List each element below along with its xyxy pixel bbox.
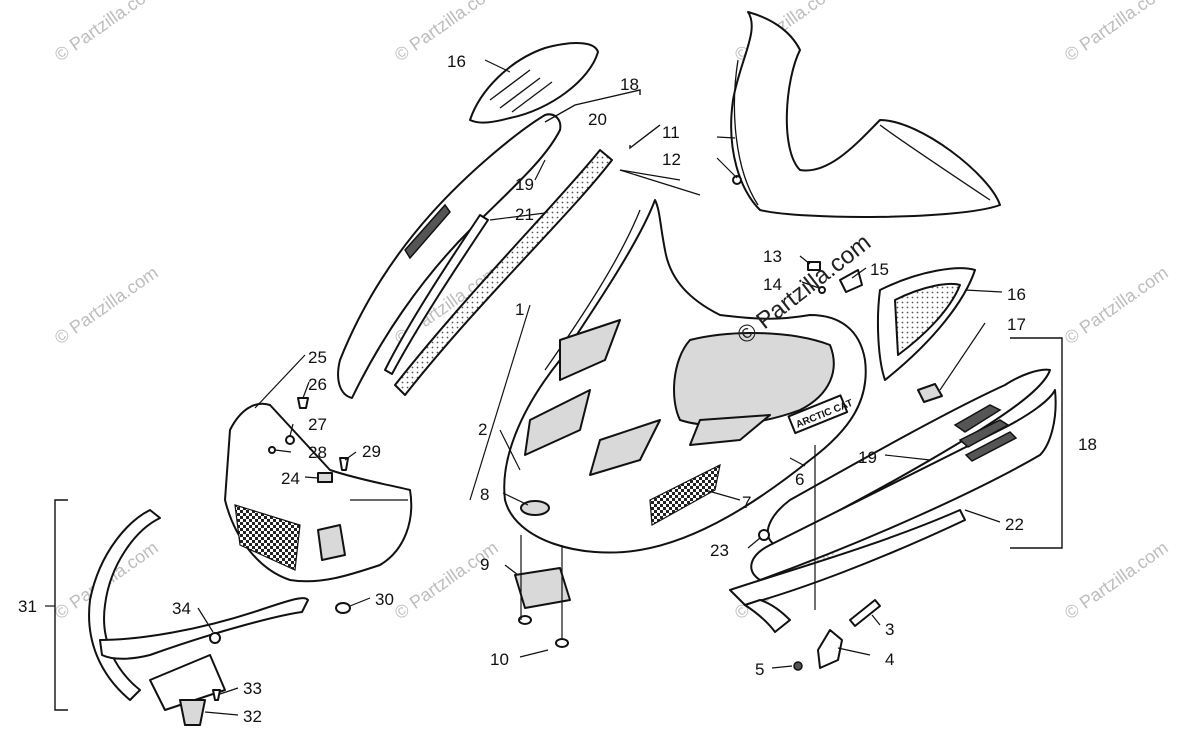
windshield-part[interactable] [730,11,1001,218]
callout-6[interactable]: 6 [795,470,804,489]
bracket-9[interactable] [514,567,571,609]
watermark: © Partzilla.com [51,0,162,65]
callout-15[interactable]: 15 [870,260,889,279]
callout-31[interactable]: 31 [18,597,37,616]
bracket-13[interactable] [807,261,821,271]
callout-13[interactable]: 13 [763,247,782,266]
callout-3[interactable]: 3 [885,620,894,639]
left-side-panel-part[interactable] [337,113,562,399]
callout-17[interactable]: 17 [1007,315,1026,334]
callout-22[interactable]: 22 [1005,515,1024,534]
left-trim-strip-part[interactable] [384,214,489,375]
callout-27[interactable]: 27 [308,415,327,434]
watermark: © Partzilla.com [1061,0,1172,65]
screw-14[interactable] [818,286,826,294]
callout-28[interactable]: 28 [308,443,327,462]
callout-8[interactable]: 8 [480,485,489,504]
bolt-3[interactable] [849,599,881,627]
callout-18-right[interactable]: 18 [1078,435,1097,454]
belly-pan-part[interactable] [729,509,966,633]
callout-29[interactable]: 29 [362,442,381,461]
callout-25[interactable]: 25 [308,348,327,367]
washer-30[interactable] [335,602,351,614]
watermark: © Partzilla.com [1061,262,1172,348]
callout-7[interactable]: 7 [742,493,751,512]
callout-32[interactable]: 32 [243,707,262,726]
grommet-10b[interactable] [555,638,569,648]
callout-14[interactable]: 14 [763,275,782,294]
nut-5[interactable] [793,661,803,671]
callout-19-left[interactable]: 19 [515,175,534,194]
callout-19-right[interactable]: 19 [858,448,877,467]
gasket-strip-part[interactable] [394,149,613,396]
rivet-12[interactable] [732,175,742,185]
callout-30[interactable]: 30 [375,590,394,609]
screw-23[interactable] [758,529,770,541]
screw-33[interactable] [212,689,221,701]
callout-1[interactable]: 1 [515,300,524,319]
callout-21[interactable]: 21 [515,205,534,224]
hardware-parts [209,175,943,701]
callout-16-right[interactable]: 16 [1007,285,1026,304]
callout-4[interactable]: 4 [885,650,894,669]
watermark: © Partzilla.com [1061,537,1172,623]
hood-part[interactable]: ARCTIC CAT [503,199,867,554]
nut-28[interactable] [268,446,276,454]
watermark: © Partzilla.com [51,262,162,348]
callout-24[interactable]: 24 [281,469,300,488]
callout-23[interactable]: 23 [710,541,729,560]
callout-2[interactable]: 2 [478,420,487,439]
clip-24[interactable] [317,472,333,483]
callout-26[interactable]: 26 [308,375,327,394]
grommet-10a[interactable] [518,615,532,625]
screw-26[interactable] [297,397,309,409]
callout-9[interactable]: 9 [480,555,489,574]
bracket-4[interactable] [817,629,843,669]
front-bumper-part[interactable] [88,509,309,726]
nut-34[interactable] [209,632,221,644]
callout-12[interactable]: 12 [662,150,681,169]
callout-5[interactable]: 5 [755,660,764,679]
leader-lines [45,59,1003,716]
callout-18-top[interactable]: 18 [620,75,639,94]
callout-20[interactable]: 20 [588,110,607,129]
callouts: 1 2 3 4 5 6 7 8 9 10 11 12 13 14 15 16 1… [18,52,1097,726]
callout-11[interactable]: 11 [662,123,680,142]
callout-10[interactable]: 10 [490,650,509,669]
callout-16-top[interactable]: 16 [447,52,466,71]
callout-34[interactable]: 34 [172,599,191,618]
screw-29[interactable] [339,457,349,471]
watermark: © Partzilla.com [391,537,502,623]
callout-33[interactable]: 33 [243,679,262,698]
right-vent-part[interactable] [876,267,976,381]
washer-27[interactable] [285,435,295,445]
clip-17[interactable] [917,383,943,403]
top-intake-part[interactable] [469,42,599,124]
group-brackets [54,89,1063,711]
